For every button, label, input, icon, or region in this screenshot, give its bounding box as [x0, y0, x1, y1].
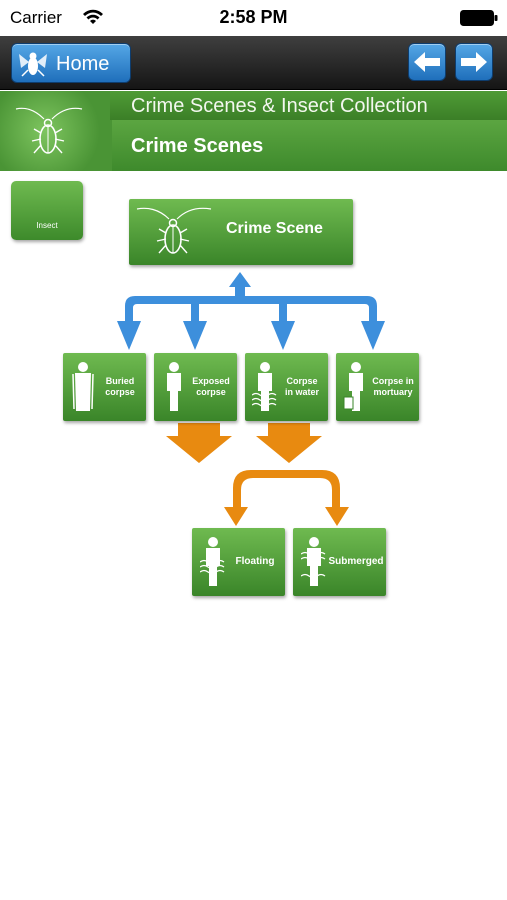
corpse-in-water-node[interactable]: Corpse in water: [245, 353, 328, 421]
wifi-icon: [83, 9, 103, 24]
corpse-in-water-line2: in water: [284, 387, 319, 397]
exposed-corpse-line2: corpse: [196, 387, 226, 397]
arrow-left-icon: [414, 52, 440, 72]
home-label: Home: [56, 53, 110, 75]
body-mortuary-icon: [343, 362, 363, 411]
body-wrapped-icon: [72, 362, 94, 411]
cockroach-icon: [136, 207, 212, 254]
banner-logo-area: [0, 91, 112, 171]
home-button[interactable]: Home: [11, 43, 131, 83]
body-floating-icon: [200, 537, 225, 586]
exposed-corpse-node[interactable]: Exposed corpse: [154, 353, 237, 421]
corpse-in-mortuary-label: Corpse in mortuary: [369, 376, 417, 398]
orange-arrows: [166, 423, 349, 526]
forward-button[interactable]: [455, 43, 493, 81]
exposed-corpse-line1: Exposed: [192, 376, 230, 386]
submerged-node[interactable]: Submerged: [293, 528, 386, 596]
buried-corpse-label: Buried corpse: [96, 376, 144, 398]
body-submerged-icon: [301, 537, 326, 586]
clock: 2:58 PM: [219, 7, 288, 27]
exposed-corpse-label: Exposed corpse: [187, 376, 235, 398]
crime-scene-node[interactable]: Crime Scene: [129, 199, 353, 265]
corpse-in-mortuary-line2: mortuary: [373, 387, 413, 397]
page-title: Crime Scenes: [131, 135, 264, 157]
header-banner: Crime Scenes & Insect Collection Crime S…: [0, 91, 507, 171]
buried-corpse-node[interactable]: Buried corpse: [63, 353, 146, 421]
blue-arrows: [117, 272, 385, 350]
battery-icon: [460, 10, 498, 26]
status-bar: Carrier 2:58 PM: [0, 0, 507, 36]
body-in-water-icon: [252, 362, 277, 411]
back-button[interactable]: [408, 43, 446, 81]
navigation-bar: Home: [0, 36, 507, 90]
fly-icon: [19, 52, 47, 77]
insect-preservation-label-line1: Insect: [36, 221, 58, 230]
corpse-in-water-label: Corpse in water: [278, 376, 326, 398]
submerged-label: Submerged: [328, 556, 384, 567]
floating-label: Floating: [235, 556, 275, 567]
body-icon: [167, 362, 181, 411]
corpse-in-mortuary-line1: Corpse in: [372, 376, 414, 386]
carrier-label: Carrier: [10, 8, 62, 27]
cockroach-icon: [15, 107, 83, 154]
header-subtitle: Crime Scenes & Insect Collection: [131, 95, 428, 117]
floating-node[interactable]: Floating: [192, 528, 285, 596]
corpse-in-water-line1: Corpse: [286, 376, 318, 386]
banner-subtitle-bar: [110, 91, 507, 120]
buried-corpse-line1: Buried: [105, 376, 135, 386]
insect-preservation-label-line2: Preservation: [24, 251, 70, 260]
arrow-right-icon: [461, 52, 487, 72]
corpse-in-mortuary-node[interactable]: Corpse in mortuary: [336, 353, 419, 421]
insect-preservation-button[interactable]: Insect Preservation: [11, 181, 83, 260]
crime-scene-label: Crime Scene: [226, 220, 323, 237]
buried-corpse-line2: corpse: [105, 387, 135, 397]
